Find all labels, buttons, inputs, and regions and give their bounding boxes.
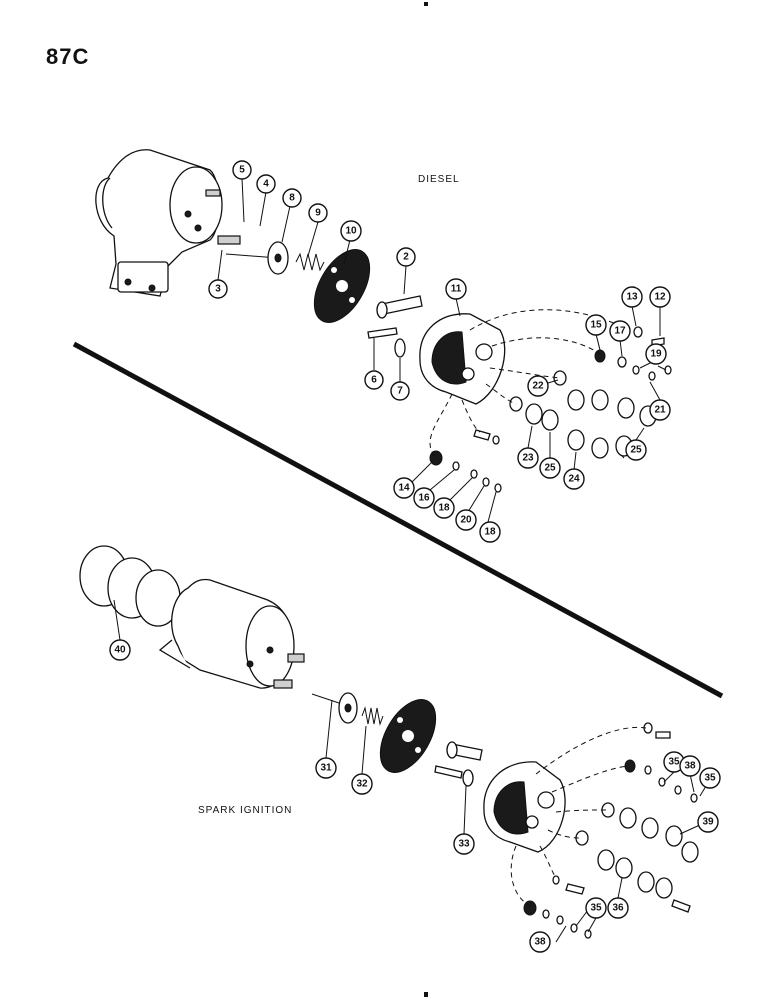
callout-5-label: 5: [239, 165, 245, 176]
callout-8: 8: [282, 188, 302, 208]
diesel-cap: [419, 313, 506, 405]
callout-7-label: 7: [397, 386, 403, 397]
callout-10: 10: [340, 220, 362, 242]
callout-18b-label: 18: [484, 527, 496, 538]
callout-10-label: 10: [345, 226, 357, 237]
callout-16-label: 16: [418, 493, 430, 504]
callout-35b-label: 35: [704, 773, 716, 784]
callout-9: 9: [308, 203, 328, 223]
callout-25a-label: 25: [544, 463, 556, 474]
diesel-small-parts: [429, 326, 672, 493]
diesel-disc: [313, 249, 371, 323]
callout-7: 7: [390, 381, 410, 401]
callout-35a-label: 35: [668, 757, 680, 768]
callout-18a: 18: [433, 497, 455, 519]
callout-40: 40: [109, 639, 131, 661]
callout-38a: 38: [679, 755, 701, 777]
callout-22-label: 22: [532, 381, 544, 392]
callout-5: 5: [232, 160, 252, 180]
callout-17-label: 17: [614, 326, 626, 337]
callout-38b-label: 38: [534, 937, 546, 948]
diesel-dashed-paths: [429, 309, 631, 459]
spark-disc: [379, 699, 437, 773]
callout-11-label: 11: [451, 284, 462, 295]
callout-24-label: 24: [568, 474, 580, 485]
diesel-solenoid-body: [95, 149, 241, 297]
callout-25b-label: 25: [630, 445, 642, 456]
spark-dashed-paths: [510, 726, 647, 907]
callout-35c: 35: [585, 897, 607, 919]
section-label-spark-ignition: SPARK IGNITION: [198, 805, 293, 816]
spark-rings: [79, 545, 181, 627]
callout-23: 23: [517, 447, 539, 469]
callout-13: 13: [621, 286, 643, 308]
callout-38a-label: 38: [684, 761, 696, 772]
callout-4: 4: [256, 174, 276, 194]
callout-3-label: 3: [215, 284, 221, 295]
callout-2: 2: [396, 247, 416, 267]
callout-16: 16: [413, 487, 435, 509]
callout-33: 33: [453, 833, 475, 855]
callout-35c-label: 35: [590, 903, 602, 914]
page-number: 87C: [46, 44, 90, 69]
spark-bolts: [434, 741, 483, 787]
callout-25b: 25: [625, 439, 647, 461]
spark-solenoid-body: [158, 578, 305, 689]
callout-25a: 25: [539, 457, 561, 479]
callout-13-label: 13: [626, 292, 638, 303]
callout-17: 17: [609, 320, 631, 342]
callout-15: 15: [585, 314, 607, 336]
callout-36: 36: [607, 897, 629, 919]
diesel-leaders: [217, 177, 667, 523]
callout-18a-label: 18: [438, 503, 450, 514]
top-mark: [424, 2, 428, 6]
callout-21-label: 21: [654, 405, 666, 416]
callout-22: 22: [527, 375, 549, 397]
diesel-plunger: [225, 241, 289, 275]
spark-cap: [483, 761, 566, 853]
callout-32-label: 32: [356, 779, 368, 790]
callout-18b: 18: [479, 521, 501, 543]
callout-31: 31: [315, 757, 337, 779]
callout-8-label: 8: [289, 193, 295, 204]
callout-14-label: 14: [398, 483, 410, 494]
diesel-bolts: [367, 295, 423, 358]
section-divider: [72, 341, 724, 699]
callout-4-label: 4: [263, 179, 269, 190]
callout-6: 6: [364, 370, 384, 390]
callout-31-label: 31: [320, 763, 332, 774]
callout-39: 39: [697, 811, 719, 833]
callout-23-label: 23: [522, 453, 534, 464]
callout-2-label: 2: [403, 252, 409, 263]
diesel-spring: [295, 252, 325, 272]
callout-20: 20: [455, 509, 477, 531]
callout-9-label: 9: [315, 208, 321, 219]
callout-39-label: 39: [702, 817, 714, 828]
callout-12: 12: [649, 286, 671, 308]
section-label-diesel: DIESEL: [418, 174, 460, 185]
spark-small-parts: [523, 722, 699, 939]
spark-plunger: [311, 692, 358, 724]
callout-20-label: 20: [460, 515, 472, 526]
callout-32: 32: [351, 773, 373, 795]
callout-36-label: 36: [612, 903, 624, 914]
callout-35b: 35: [699, 767, 721, 789]
spark-spring: [361, 706, 384, 726]
callout-21: 21: [649, 399, 671, 421]
callout-24: 24: [563, 468, 585, 490]
callout-15-label: 15: [590, 320, 602, 331]
callout-38b: 38: [529, 931, 551, 953]
callout-14: 14: [393, 477, 415, 499]
callout-33-label: 33: [458, 839, 470, 850]
callout-6-label: 6: [371, 375, 377, 386]
callout-19: 19: [645, 343, 667, 365]
callout-12-label: 12: [654, 292, 666, 303]
callout-19-label: 19: [650, 349, 662, 360]
bottom-mark: [424, 992, 428, 997]
callout-3: 3: [208, 279, 228, 299]
callout-11: 11: [445, 278, 467, 300]
callout-40-label: 40: [114, 645, 126, 656]
